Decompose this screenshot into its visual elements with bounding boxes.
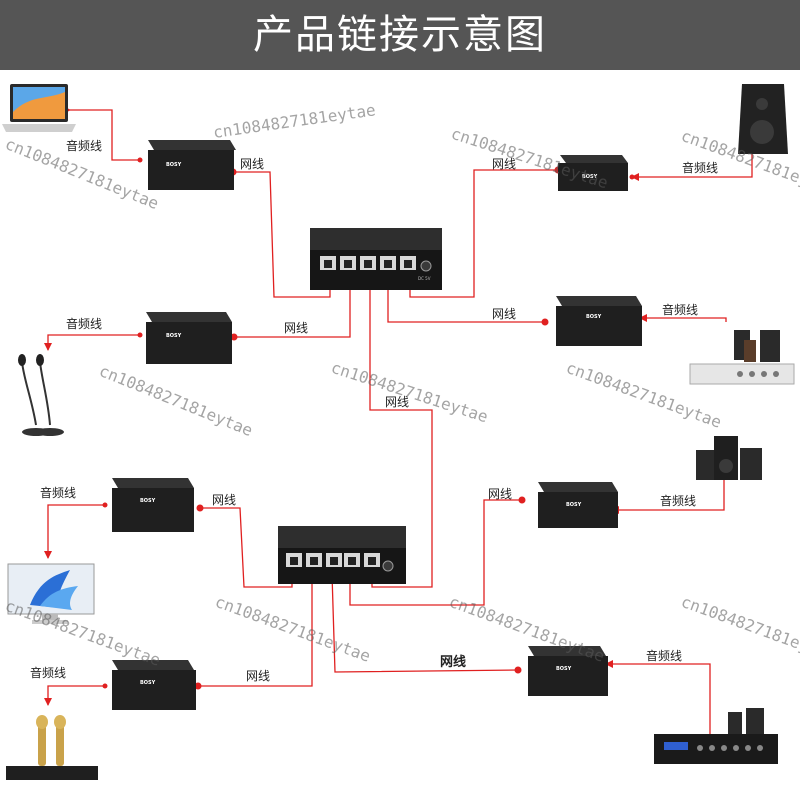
converter-brand: BOSY <box>140 680 156 686</box>
title-banner: 产品链接示意图 <box>0 0 800 70</box>
converter-bottom-right-1: BOSY <box>538 482 618 528</box>
cable-labels: 音频线 网线 网线 音频线 音频线 网线 网线 音频线 网线 音频线 网线 网线… <box>30 138 718 683</box>
label-network-cable: 网线 <box>284 321 308 335</box>
converter-brand: BOSY <box>166 333 182 339</box>
label-audio-cable: 音频线 <box>30 665 66 680</box>
label-network-cable: 网线 <box>385 395 409 409</box>
label-network-cable: 网线 <box>212 493 236 507</box>
wireless-microphones-icon <box>6 715 98 780</box>
label-network-cable: 网线 <box>492 307 516 321</box>
watermark-text: cn1084827181eytae <box>447 592 607 666</box>
label-network-cable: 网线 <box>440 654 466 670</box>
label-audio-cable: 音频线 <box>40 485 76 500</box>
watermark-text: cn1084827181eytae <box>329 358 491 427</box>
converter-bottom-left-1: BOSY <box>112 478 194 532</box>
label-audio-cable: 音频线 <box>662 302 698 317</box>
converter-brand: BOSY <box>166 162 182 168</box>
converter-brand: BOSY <box>582 174 598 180</box>
network-switch-bottom <box>278 526 406 584</box>
watermark-text: cn1084827181eytae <box>212 100 377 142</box>
label-audio-cable: 音频线 <box>660 493 696 508</box>
label-audio-cable: 音频线 <box>682 160 718 175</box>
monitor-icon <box>7 563 95 624</box>
label-audio-cable: 音频线 <box>66 138 102 153</box>
switch-top-power-label: DC 5V <box>418 276 431 281</box>
converter-mid-right: BOSY <box>556 296 642 346</box>
watermark-text: cn1084827181eytae <box>213 592 373 666</box>
label-network-cable: 网线 <box>488 487 512 501</box>
label-network-cable: 网线 <box>492 157 516 171</box>
pa-amplifier-icon <box>654 708 778 764</box>
converter-top-left: BOSY <box>148 140 236 190</box>
watermarks: cn1084827181eytae cn1084827181eytae cn10… <box>3 100 800 669</box>
converter-bottom-left-2: BOSY <box>112 660 196 710</box>
microphone-icon <box>18 354 64 436</box>
converter-mid-left: BOSY <box>146 312 232 364</box>
label-audio-cable: 音频线 <box>66 316 102 331</box>
speakers-pair-icon <box>696 436 762 480</box>
speaker-icon <box>738 84 788 154</box>
converter-brand: BOSY <box>586 314 602 320</box>
watermark-text: cn1084827181eytae <box>679 592 800 666</box>
converter-bottom-right-2: BOSY <box>528 646 608 696</box>
converter-top-right: BOSY <box>558 155 628 191</box>
amplifier-speakers-icon <box>689 330 795 385</box>
label-audio-cable: 音频线 <box>646 648 682 663</box>
page-title: 产品链接示意图 <box>253 12 547 58</box>
cable-lines <box>44 106 753 735</box>
label-network-cable: 网线 <box>240 157 264 171</box>
converter-brand: BOSY <box>566 502 582 508</box>
converter-brand: BOSY <box>140 498 156 504</box>
laptop-icon <box>2 84 76 132</box>
watermark-text: cn1084827181eytae <box>97 361 256 440</box>
converter-brand: BOSY <box>556 666 572 672</box>
network-switch-top: DC 5V <box>310 228 442 290</box>
label-network-cable: 网线 <box>246 669 270 683</box>
